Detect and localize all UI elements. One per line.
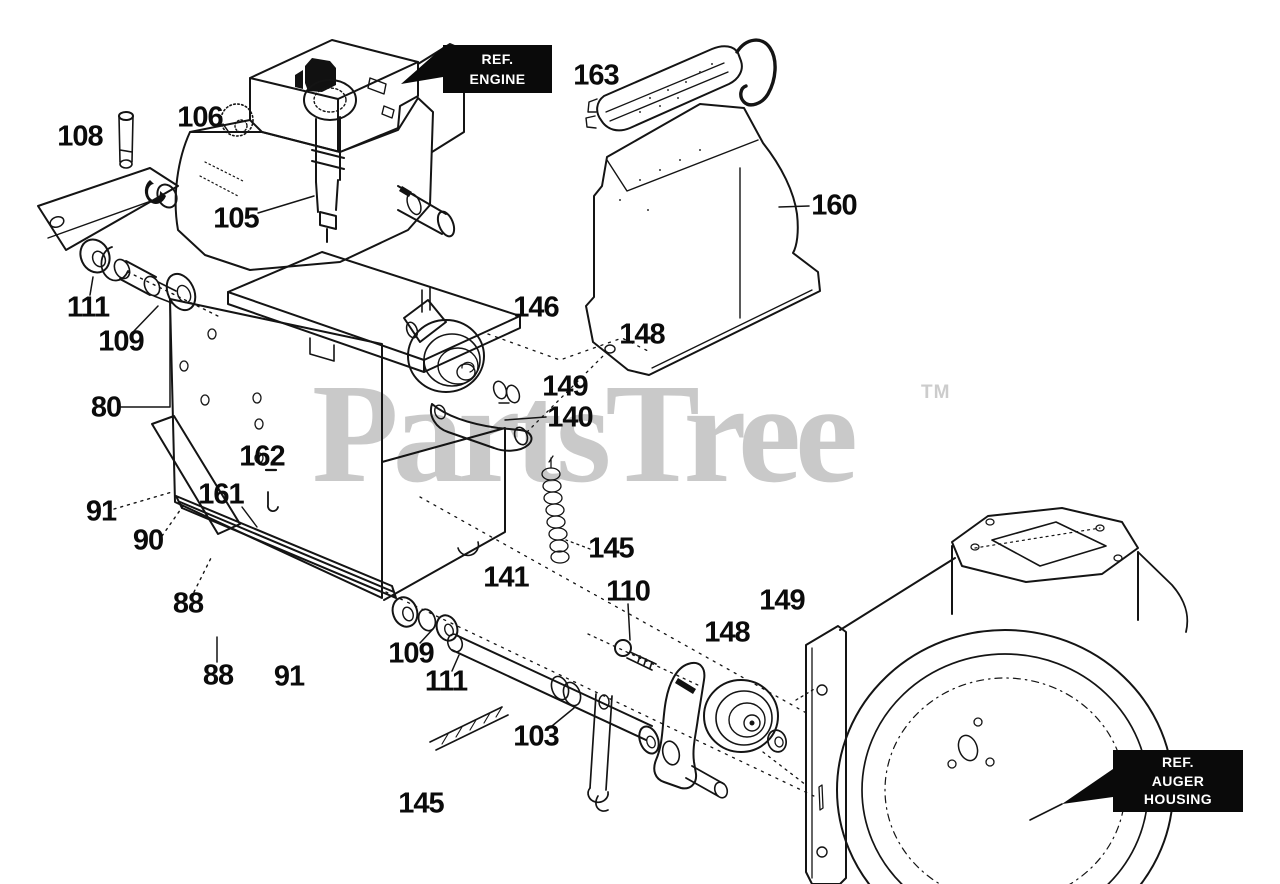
part-label-91: 91	[273, 660, 305, 693]
part-label-148: 148	[619, 318, 665, 351]
part-label-145: 145	[588, 532, 634, 565]
part-label-108: 108	[57, 120, 103, 153]
belt-cover-drawing	[585, 103, 821, 376]
ref-engine-arrow	[401, 47, 443, 84]
part-label-111: 111	[424, 665, 468, 698]
ref-auger-arrow	[1029, 769, 1113, 821]
part-label-160: 160	[811, 189, 857, 222]
part-label-109: 109	[388, 637, 434, 670]
ref-engine-line1: REF.	[481, 50, 514, 67]
part-label-146: 146	[513, 291, 559, 324]
part-label-140: 140	[547, 401, 593, 434]
part-label-111: 111	[66, 291, 110, 324]
part-label-145: 145	[398, 787, 444, 820]
part-label-163: 163	[573, 59, 619, 92]
part-label-110: 110	[606, 575, 651, 608]
auger-housing-drawing	[795, 507, 1189, 884]
ref-engine-callout: REF. ENGINE	[443, 45, 552, 93]
part-label-80: 80	[90, 391, 122, 424]
part-label-88: 88	[172, 587, 204, 620]
lower-axle-drawing	[391, 596, 807, 812]
mount-strap-drawing	[37, 111, 179, 251]
frame-drawing	[113, 298, 819, 799]
part-label-141: 141	[483, 561, 529, 594]
part-label-162: 162	[239, 440, 285, 473]
left-washer-stack-drawing	[79, 238, 223, 408]
part-label-161: 161	[198, 478, 244, 511]
mid-pulley-drawing	[403, 287, 608, 452]
ref-auger-line1: REF.	[1162, 753, 1194, 770]
engine-drawing	[174, 39, 521, 373]
muffler-guard-drawing	[585, 38, 777, 132]
part-label-109: 109	[98, 325, 144, 358]
part-label-105: 105	[213, 202, 259, 235]
ref-auger-line2: AUGER	[1151, 772, 1205, 789]
ref-auger-housing-callout: REF. AUGER HOUSING	[1113, 750, 1243, 812]
part-label-149: 149	[759, 584, 805, 617]
part-label-149: 149	[542, 370, 588, 403]
watermark-text: PartsTree	[312, 354, 858, 512]
part-label-103: 103	[513, 720, 559, 753]
spring-drawing	[541, 455, 591, 564]
watermark-tm: TM	[921, 382, 951, 403]
ref-engine-line2: ENGINE	[469, 71, 526, 87]
part-label-88: 88	[202, 659, 234, 692]
ref-auger-line3: HOUSING	[1143, 791, 1213, 808]
part-label-90: 90	[132, 524, 164, 557]
part-label-148: 148	[704, 616, 750, 649]
part-label-106: 106	[177, 101, 223, 134]
part-label-91: 91	[85, 495, 117, 528]
